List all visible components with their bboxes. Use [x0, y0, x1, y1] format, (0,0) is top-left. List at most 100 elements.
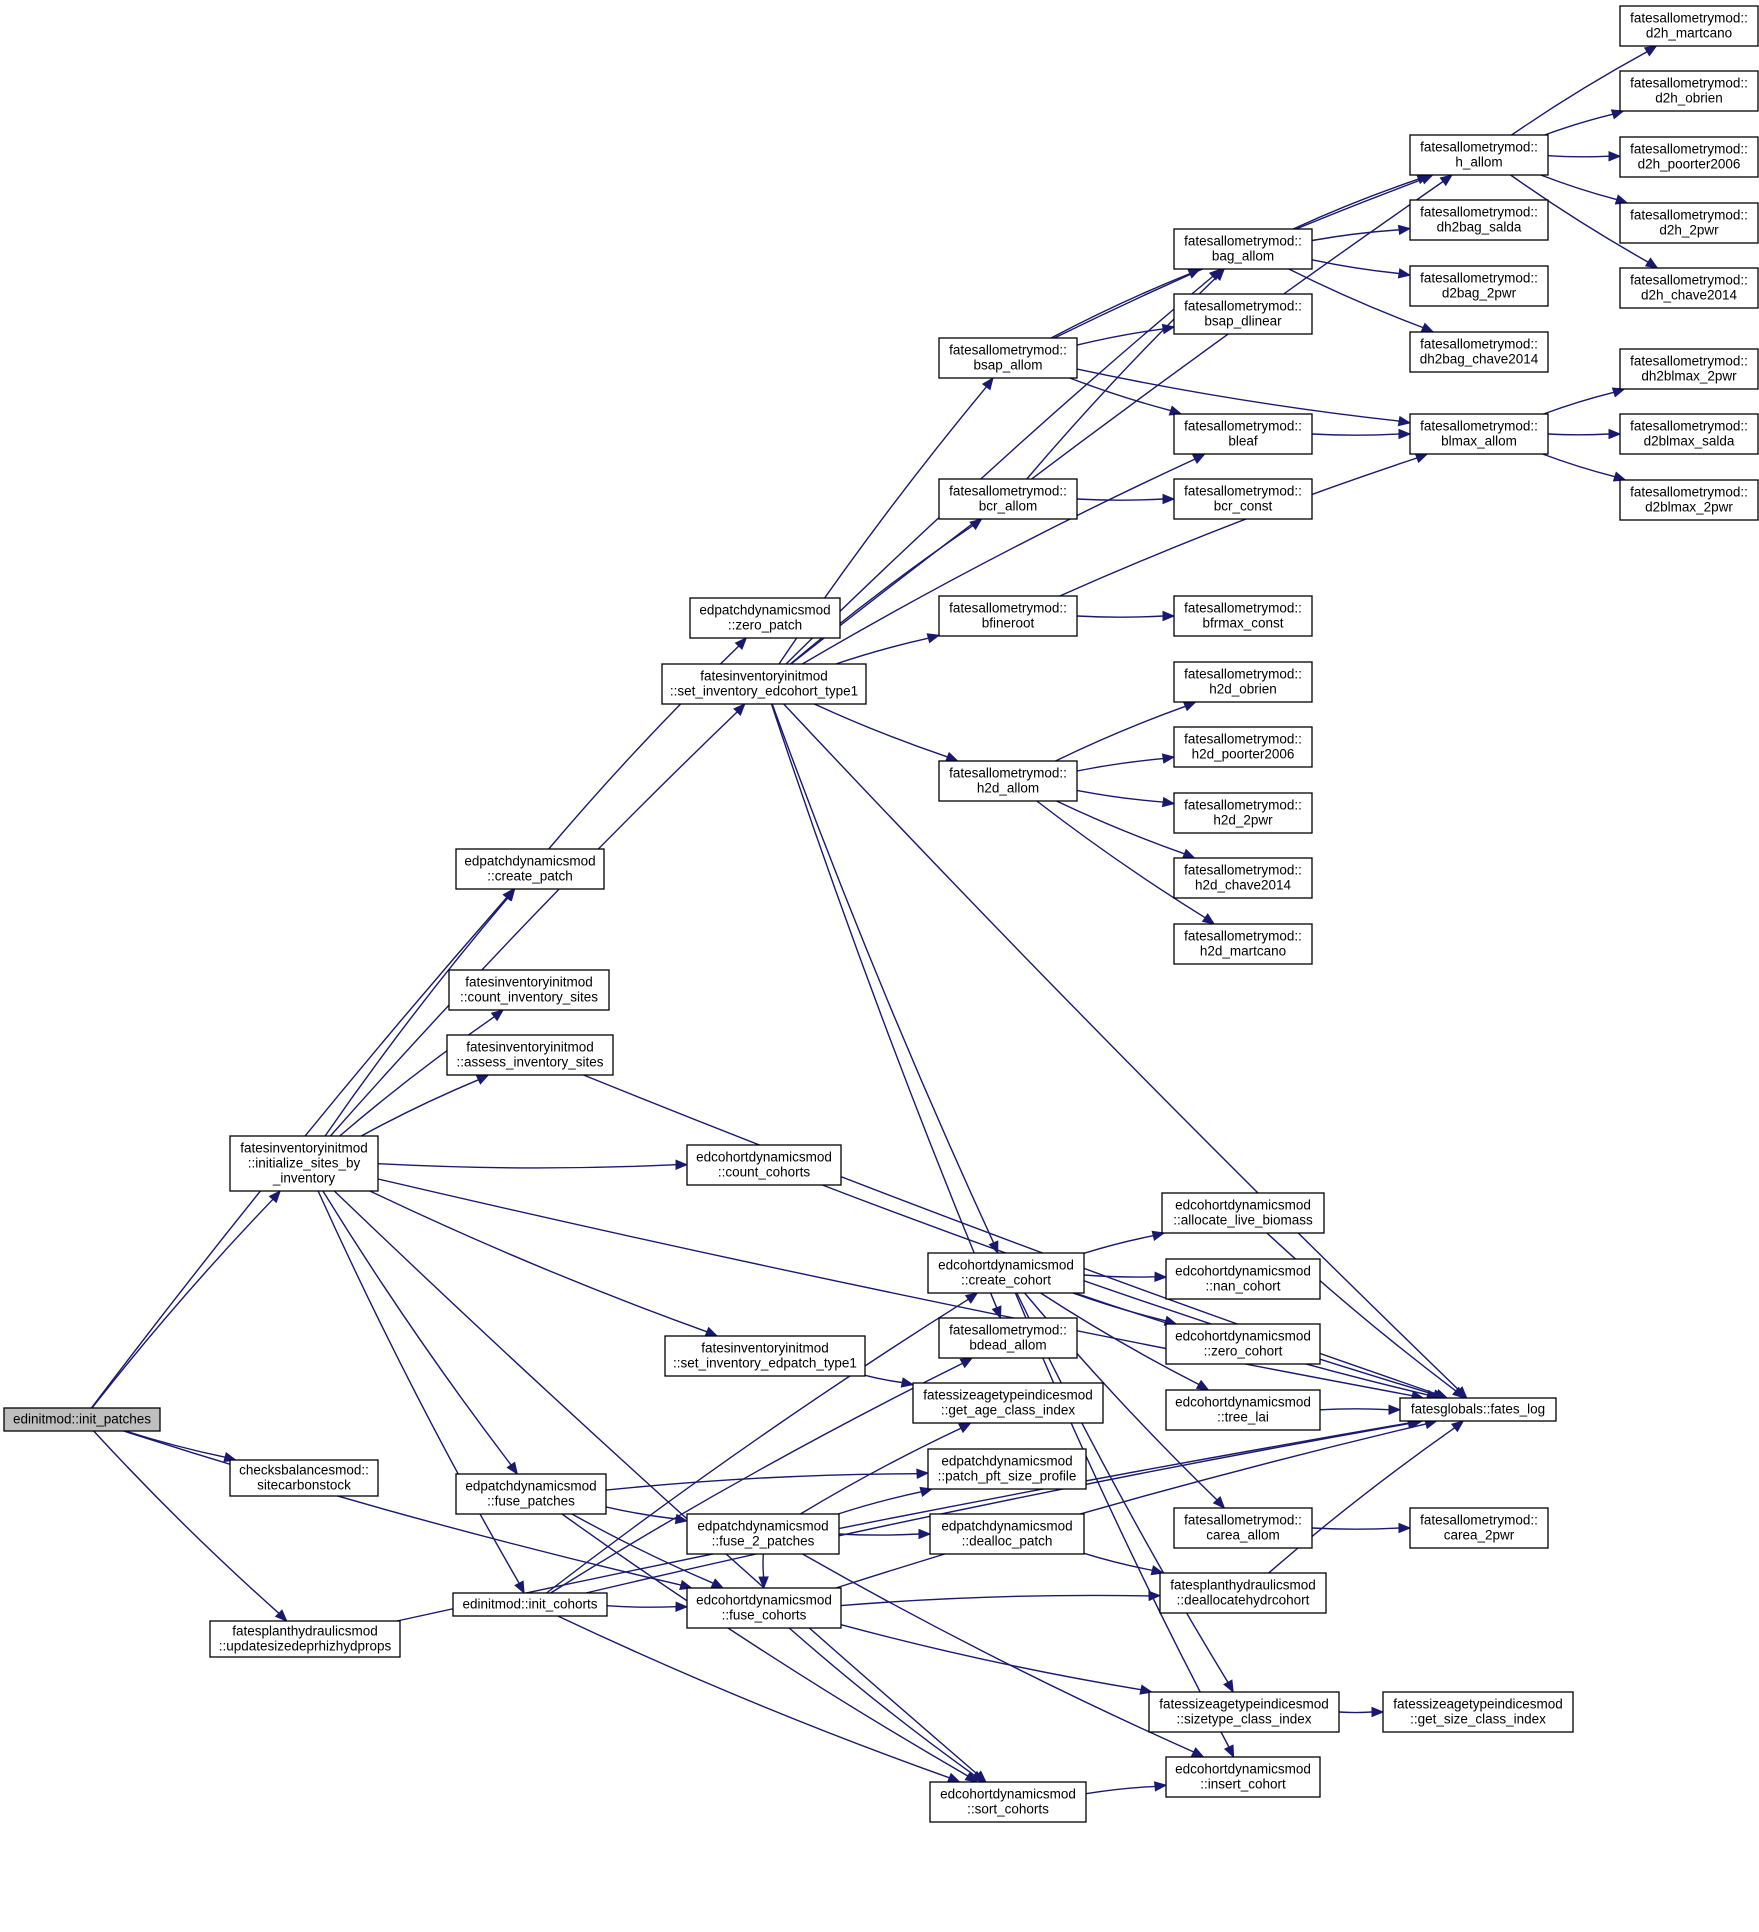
node-label: edpatchdynamicsmod — [465, 1479, 596, 1494]
node-create-cohort[interactable]: edcohortdynamicsmod::create_cohort — [927, 1252, 1085, 1294]
edge-line — [1311, 433, 1400, 436]
node-d2bag-2pwr[interactable]: fatesallometrymod::d2bag_2pwr — [1409, 265, 1549, 307]
node-carea-2pwr[interactable]: fatesallometrymod::carea_2pwr — [1409, 1507, 1549, 1549]
node-label: h2d_chave2014 — [1195, 878, 1292, 893]
node-label: edpatchdynamicsmod — [941, 1454, 1072, 1469]
node-label: bsap_allom — [973, 358, 1042, 373]
node-get-age-class[interactable]: fatessizeagetypeindicesmod::get_age_clas… — [912, 1382, 1104, 1424]
edge-line — [1059, 457, 1418, 597]
edge-line — [1040, 1292, 1200, 1386]
node-bfrmax-const[interactable]: fatesallometrymod::bfrmax_const — [1173, 595, 1313, 637]
arrowhead — [268, 1189, 282, 1204]
node-dh2bag-salda[interactable]: fatesallometrymod::dh2bag_salda — [1409, 199, 1549, 241]
node-assess-inv-sites[interactable]: fatesinventoryinitmod::assess_inventory_… — [446, 1034, 614, 1076]
node-init-cohorts[interactable]: edinitmod::init_cohorts — [452, 1592, 608, 1617]
node-bcr-const[interactable]: fatesallometrymod::bcr_const — [1173, 478, 1313, 520]
node-h2d-martcano[interactable]: fatesallometrymod::h2d_martcano — [1173, 923, 1313, 965]
edge-line — [1292, 178, 1419, 230]
node-h2d-chave2014[interactable]: fatesallometrymod::h2d_chave2014 — [1173, 857, 1313, 899]
node-sitecarbonstock[interactable]: checksbalancesmod::sitecarbonstock — [229, 1459, 379, 1497]
node-label: fatesallometrymod:: — [1184, 863, 1302, 878]
node-bdead-allom[interactable]: fatesallometrymod::bdead_allom — [938, 1317, 1078, 1359]
edge-line — [339, 1016, 495, 1137]
edge-line — [557, 1615, 950, 1779]
node-bag-allom[interactable]: fatesallometrymod::bag_allom — [1173, 228, 1313, 270]
node-bsap-allom[interactable]: fatesallometrymod::bsap_allom — [938, 337, 1078, 379]
node-set-inv-patch[interactable]: fatesinventoryinitmod::set_inventory_edp… — [664, 1335, 866, 1377]
node-dh2blmax-2pwr[interactable]: fatesallometrymod::dh2blmax_2pwr — [1619, 348, 1759, 390]
node-sizetype-class[interactable]: fatessizeagetypeindicesmod::sizetype_cla… — [1148, 1691, 1340, 1733]
node-box — [209, 1620, 401, 1658]
node-label: carea_2pwr — [1444, 1528, 1515, 1543]
edge-bag_allom-to-h_allom — [1292, 174, 1431, 230]
node-label: h2d_allom — [977, 781, 1039, 796]
node-zero-patch[interactable]: edpatchdynamicsmod::zero_patch — [689, 597, 841, 639]
node-dh2bag-chave2014[interactable]: fatesallometrymod::dh2bag_chave2014 — [1409, 331, 1549, 373]
node-get-size-class[interactable]: fatessizeagetypeindicesmod::get_size_cla… — [1382, 1691, 1574, 1733]
node-insert-cohort[interactable]: edcohortdynamicsmod::insert_cohort — [1165, 1756, 1321, 1798]
node-deallocatehydr[interactable]: fatesplanthydraulicsmod::deallocatehydrc… — [1159, 1572, 1327, 1614]
node-label: ::set_inventory_edpatch_type1 — [673, 1356, 857, 1371]
node-bfineroot[interactable]: fatesallometrymod::bfineroot — [938, 595, 1078, 637]
node-h2d-allom[interactable]: fatesallometrymod::h2d_allom — [938, 760, 1078, 802]
arrowhead — [1212, 1496, 1226, 1509]
node-count-cohorts[interactable]: edcohortdynamicsmod::count_cohorts — [686, 1144, 842, 1186]
node-nan-cohort[interactable]: edcohortdynamicsmod::nan_cohort — [1165, 1258, 1321, 1300]
node-d2blmax-2pwr[interactable]: fatesallometrymod::d2blmax_2pwr — [1619, 479, 1759, 521]
edge-allocate_live_biomass-to-fates_log — [1266, 1232, 1466, 1399]
node-label: ::sizetype_class_index — [1176, 1712, 1311, 1727]
node-label: fatesallometrymod:: — [949, 484, 1067, 499]
node-d2h-poorter2006[interactable]: fatesallometrymod::d2h_poorter2006 — [1619, 136, 1759, 178]
edges-layer — [90, 45, 1659, 1795]
arrowhead — [1162, 610, 1176, 622]
node-allocate-live-biomass[interactable]: edcohortdynamicsmod::allocate_live_bioma… — [1161, 1192, 1325, 1234]
node-d2h-chave2014[interactable]: fatesallometrymod::d2h_chave2014 — [1619, 267, 1759, 309]
node-carea-allom[interactable]: fatesallometrymod::carea_allom — [1173, 1507, 1313, 1549]
node-d2blmax-salda[interactable]: fatesallometrymod::d2blmax_salda — [1619, 413, 1759, 455]
node-label: edpatchdynamicsmod — [464, 854, 595, 869]
node-label: fatesallometrymod:: — [1184, 667, 1302, 682]
node-h-allom[interactable]: fatesallometrymod::h_allom — [1409, 134, 1549, 176]
node-patch-pft-size[interactable]: edpatchdynamicsmod::patch_pft_size_profi… — [927, 1448, 1087, 1490]
node-blmax-allom[interactable]: fatesallometrymod::blmax_allom — [1409, 413, 1549, 455]
node-label: ::zero_cohort — [1204, 1344, 1283, 1359]
node-d2h-2pwr[interactable]: fatesallometrymod::d2h_2pwr — [1619, 202, 1759, 244]
node-sort-cohorts[interactable]: edcohortdynamicsmod::sort_cohorts — [929, 1781, 1087, 1823]
node-initialize-sites[interactable]: fatesinventoryinitmod::initialize_sites_… — [229, 1135, 379, 1192]
arrowhead — [958, 1422, 972, 1434]
node-bcr-allom[interactable]: fatesallometrymod::bcr_allom — [938, 478, 1078, 520]
node-count-inv-sites[interactable]: fatesinventoryinitmod::count_inventory_s… — [448, 969, 610, 1011]
edge-h2d_allom-to-h2d_2pwr — [1076, 789, 1176, 808]
node-d2h-martcano[interactable]: fatesallometrymod::d2h_martcano — [1619, 5, 1759, 47]
node-fuse-cohorts[interactable]: edcohortdynamicsmod::fuse_cohorts — [686, 1587, 842, 1629]
node-box — [1409, 134, 1549, 176]
node-fuse-2-patches[interactable]: edpatchdynamicsmod::fuse_2_patches — [686, 1513, 840, 1555]
node-fates-log[interactable]: fatesglobals::fates_log — [1399, 1397, 1557, 1422]
node-h2d-obrien[interactable]: fatesallometrymod::h2d_obrien — [1173, 661, 1313, 703]
node-updatesize[interactable]: fatesplanthydraulicsmod::updatesizedeprh… — [209, 1620, 401, 1658]
node-label: ::dealloc_patch — [962, 1534, 1053, 1549]
node-fuse-patches[interactable]: edpatchdynamicsmod::fuse_patches — [455, 1473, 607, 1515]
node-zero-cohort[interactable]: edcohortdynamicsmod::zero_cohort — [1165, 1323, 1321, 1365]
node-set-inv-cohort[interactable]: fatesinventoryinitmod::set_inventory_edc… — [661, 663, 867, 705]
edge-bag_allom-to-dh2bag_salda — [1311, 224, 1412, 242]
node-tree-lai[interactable]: edcohortdynamicsmod::tree_lai — [1165, 1389, 1321, 1431]
node-bsap-dlinear[interactable]: fatesallometrymod::bsap_dlinear — [1173, 293, 1313, 335]
arrowhead — [1161, 796, 1176, 808]
node-label: ::fuse_patches — [487, 1494, 575, 1509]
arrowhead — [1154, 1781, 1168, 1792]
node-label: fatesallometrymod:: — [949, 1323, 1067, 1338]
node-h2d-poorter2006[interactable]: fatesallometrymod::h2d_poorter2006 — [1173, 726, 1313, 768]
node-label: dh2blmax_2pwr — [1641, 369, 1737, 384]
arrowhead — [988, 1240, 999, 1255]
node-h2d-2pwr[interactable]: fatesallometrymod::h2d_2pwr — [1173, 792, 1313, 834]
node-dealloc-patch[interactable]: edpatchdynamicsmod::dealloc_patch — [929, 1513, 1085, 1555]
node-create-patch[interactable]: edpatchdynamicsmod::create_patch — [455, 848, 605, 890]
arrowhead — [1371, 1706, 1385, 1718]
edge-line — [822, 1184, 1435, 1396]
node-label: fatesallometrymod:: — [1184, 234, 1302, 249]
node-bleaf[interactable]: fatesallometrymod::bleaf — [1173, 413, 1313, 455]
node-label: ::count_cohorts — [718, 1165, 811, 1180]
node-init-patches[interactable]: edinitmod::init_patches — [3, 1407, 161, 1432]
node-d2h-obrien[interactable]: fatesallometrymod::d2h_obrien — [1619, 70, 1759, 112]
